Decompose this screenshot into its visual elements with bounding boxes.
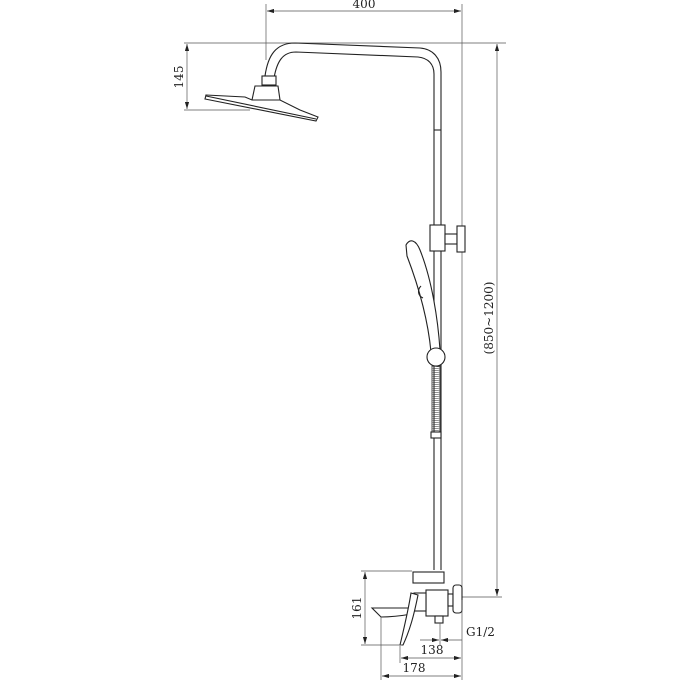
dimension-g12: G1/2 [420,623,495,645]
dimension-145: 145 [172,44,250,111]
hand-shower [405,240,446,367]
dimension-145-label: 145 [172,66,186,89]
dimension-161-label: 161 [350,597,364,620]
dimension-height-range: (850~1200) [455,44,502,598]
dimension-400: 400 [265,0,463,600]
dimension-178-label: 178 [403,661,426,675]
shower-arm [264,42,442,570]
bath-mixer [370,571,463,646]
dimension-height-range-label: (850~1200) [482,282,496,355]
dimension-138-label: 138 [421,643,444,657]
dimension-138: 138 [399,600,463,680]
dimension-161: 161 [350,570,412,646]
dimension-400-label: 400 [353,0,376,11]
wall-bracket [429,224,466,253]
dimension-178: 178 [380,617,461,680]
shower-hose [430,365,442,439]
dimension-g12-label: G1/2 [466,625,495,639]
rain-shower-head [204,75,319,122]
